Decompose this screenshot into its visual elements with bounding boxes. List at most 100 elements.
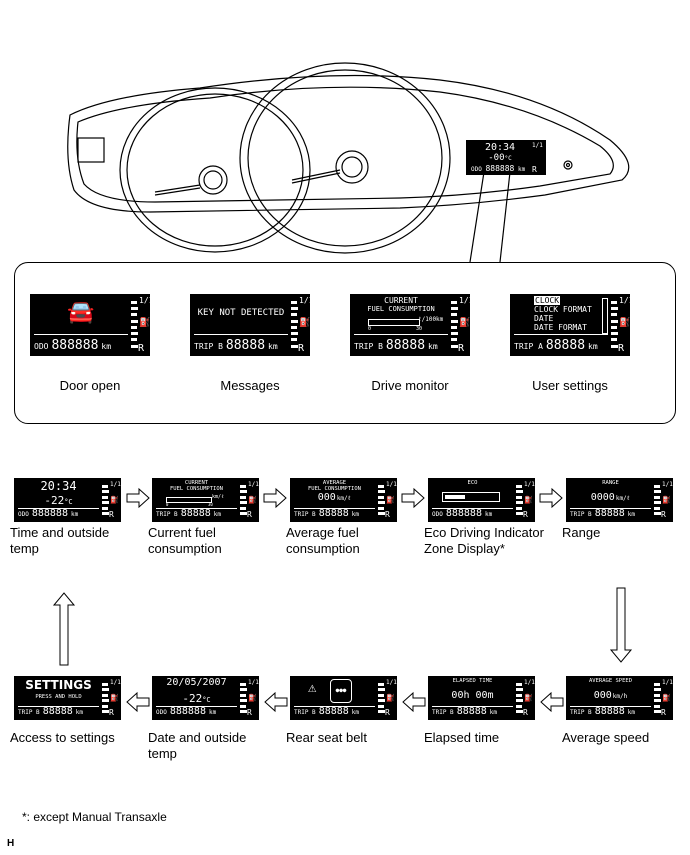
screen-caption: Rear seat belt <box>286 730 367 745</box>
fuel-gauge-segment <box>451 313 457 317</box>
fuel-gauge-segment <box>451 301 457 304</box>
fuel-gauge-segment <box>131 344 138 348</box>
fuel-gauge-segment <box>451 344 458 348</box>
scale-max: 30 <box>208 502 213 507</box>
display-divider <box>156 706 237 707</box>
display-main: 20/05/2007 <box>166 677 227 688</box>
fuel-gauge-segment <box>654 490 661 494</box>
display-subtitle: FUEL CONSUMPTION <box>170 486 223 492</box>
fuel-gauge: 1/1⛽R <box>102 679 121 717</box>
gauge-reserve-label: R <box>247 708 252 717</box>
arrow-left-4 <box>126 691 150 713</box>
fuel-gauge-segment <box>240 501 247 505</box>
fuel-gauge-segment <box>451 319 458 323</box>
fuel-gauge-segment <box>654 512 661 516</box>
fuel-gauge: 1/1⛽R <box>451 297 470 354</box>
gauge-full-label: 1/1 <box>386 481 397 488</box>
fuel-gauge-segment <box>378 688 385 692</box>
fuel-gauge-segment <box>378 710 385 714</box>
odometer-label: TRIP B <box>432 709 454 716</box>
odometer-value: 88888 <box>225 338 266 353</box>
odometer-value: 88888 <box>385 338 426 353</box>
arrow-right-2 <box>263 487 287 509</box>
fuel-gauge-segment <box>378 683 384 686</box>
odometer-label: TRIP B <box>570 511 592 518</box>
gauge-full-label: 1/1 <box>248 679 259 686</box>
fuel-gauge-segment <box>611 338 617 342</box>
fuel-gauge-segment <box>131 325 137 329</box>
fuel-gauge-segment <box>654 683 660 686</box>
odometer-value: 888888 <box>445 508 482 519</box>
eco-zone-fill <box>445 495 465 499</box>
display-divider <box>18 706 99 707</box>
settings-menu-item: DATE <box>534 314 554 323</box>
fuel-gauge-segment <box>240 710 247 714</box>
display-title: RANGE <box>602 480 619 486</box>
cluster-gauge-top: 1/1 <box>532 142 543 149</box>
settings-menu-item: CLOCK <box>534 296 561 305</box>
fuel-gauge-segment <box>131 307 138 311</box>
fuel-gauge-segment <box>451 325 457 329</box>
odometer-unit: km <box>101 342 112 351</box>
seatbelt-icon: ⚠ <box>308 680 317 696</box>
odometer-value: 88888 <box>545 338 586 353</box>
arrow-right-3 <box>401 487 425 509</box>
fuel-gauge: 1/1⛽R <box>240 481 259 519</box>
odometer-value: 88888 <box>594 508 625 519</box>
scale-min: 0 <box>166 502 169 507</box>
consumption-unit: km/ℓ <box>212 494 225 500</box>
speedometer-dial <box>239 62 451 254</box>
arrow-left-3 <box>264 691 288 713</box>
odometer-label: ODO <box>432 511 443 518</box>
fuel-pump-icon: ⛽ <box>619 318 630 328</box>
fuel-pump-icon: ⛽ <box>299 318 310 328</box>
arrow-left-2 <box>402 691 426 713</box>
odometer-label: TRIP B <box>570 709 592 716</box>
fuel-gauge-segment <box>516 501 523 505</box>
gauge-reserve-label: R <box>523 708 528 717</box>
fuel-gauge: 1/1⛽R <box>516 679 535 717</box>
consumption-bar <box>368 319 420 326</box>
fuel-gauge-segment <box>516 490 523 494</box>
screen-caption: Current fuel consumption <box>148 525 222 556</box>
fuel-pump-icon: ⛽ <box>386 496 395 504</box>
fuel-gauge-segment <box>240 512 247 516</box>
display-main: 0000km/ℓ <box>590 492 631 503</box>
gauge-reserve-label: R <box>298 343 305 354</box>
odometer-unit: km <box>351 511 360 518</box>
display-divider <box>194 334 288 335</box>
fuel-gauge-segment <box>654 699 661 703</box>
car-door-open-icon: 🚘 <box>67 300 95 325</box>
fuel-gauge-segment <box>102 704 108 708</box>
display-divider <box>34 334 128 335</box>
fuel-gauge: 1/1⛽R <box>654 481 673 519</box>
screen-caption: User settings <box>532 378 608 393</box>
fuel-gauge-segment <box>516 506 522 510</box>
fuel-gauge-segment <box>240 699 247 703</box>
odometer-value: 88888 <box>318 508 349 519</box>
odometer-label: ODO <box>34 342 49 351</box>
fuel-gauge-segment <box>516 704 522 708</box>
display-main: 20:34 <box>40 479 77 493</box>
fuel-gauge-segment <box>378 699 385 703</box>
odometer-value: 88888 <box>456 706 487 717</box>
fuel-gauge-segment <box>102 485 108 488</box>
display-line2: FUEL CONSUMPTION <box>367 305 435 313</box>
screen-caption: Date and outside temp <box>148 730 247 761</box>
fuel-gauge-segment <box>131 338 137 342</box>
display-title: ELAPSED TIME <box>452 678 493 684</box>
fuel-pump-icon: ⛽ <box>524 496 533 504</box>
fuel-pump-icon: ⛽ <box>662 694 671 702</box>
